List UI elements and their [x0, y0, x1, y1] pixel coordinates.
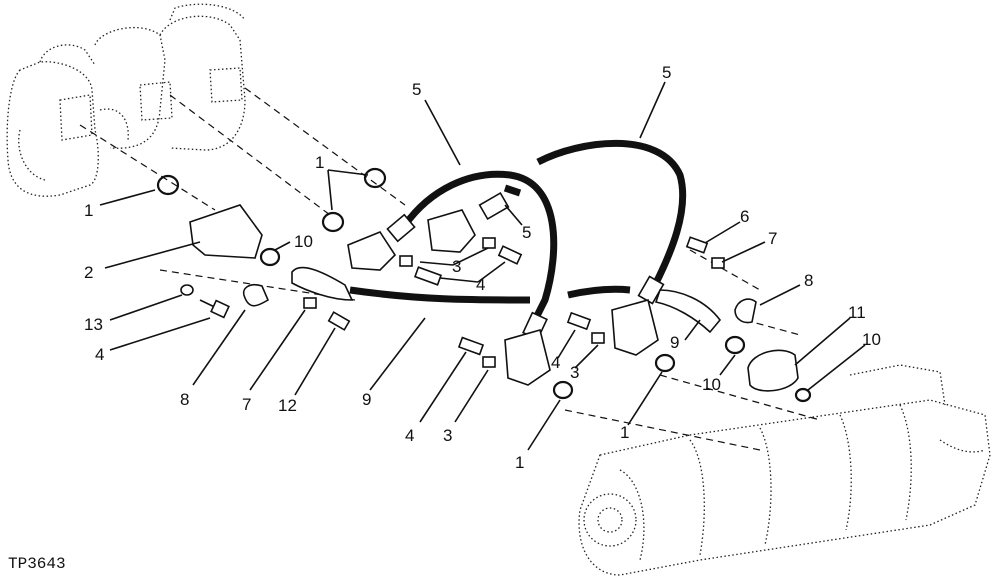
pump-adapter-11 — [747, 349, 799, 392]
hose-end-fitting — [478, 191, 510, 221]
callout-4: 4 — [95, 345, 104, 364]
hose-end-fitting — [386, 213, 416, 243]
cap-screw — [497, 245, 523, 265]
flange-fitting — [504, 329, 551, 386]
cap-screw-4 — [413, 266, 443, 286]
hose-5-stub — [503, 184, 522, 197]
callout-numbers: 1 1 1 1 2 3 3 3 4 4 4 4 5 5 5 6 7 7 8 8 … — [84, 63, 881, 472]
callout-7: 7 — [242, 395, 251, 414]
lock-washer-3 — [482, 356, 496, 368]
cap-screw-12 — [327, 311, 351, 331]
callout-1: 1 — [515, 453, 524, 472]
callout-3: 3 — [570, 363, 579, 382]
valve-adapter-block-2 — [189, 204, 263, 259]
washer-13 — [180, 284, 194, 296]
callout-4: 4 — [405, 426, 414, 445]
callout-7: 7 — [768, 229, 777, 248]
center-lines — [79, 87, 821, 451]
lock-washer-7 — [711, 257, 725, 269]
lock-washer-7 — [303, 297, 317, 309]
elbow-tube-9-right — [654, 289, 722, 334]
split-flange-8-left — [243, 283, 270, 307]
callout-10: 10 — [702, 375, 721, 394]
callout-10: 10 — [294, 232, 313, 251]
callout-1: 1 — [620, 423, 629, 442]
o-rings — [156, 167, 812, 403]
callout-3: 3 — [452, 257, 461, 276]
flange-fitting — [611, 299, 659, 356]
leader-lines — [99, 81, 866, 451]
callout-9: 9 — [670, 333, 679, 352]
fittings — [189, 191, 799, 392]
hose-9-left — [349, 286, 531, 304]
hardware — [180, 236, 725, 368]
cap-screw-4 — [457, 336, 485, 356]
callout-5: 5 — [412, 80, 421, 99]
callout-1: 1 — [315, 153, 324, 172]
callout-6: 6 — [740, 207, 749, 226]
elbow-tube-9-left — [291, 266, 354, 301]
callout-13: 13 — [84, 315, 103, 334]
hose-5-left — [402, 170, 558, 322]
callout-1: 1 — [84, 201, 93, 220]
callout-4: 4 — [476, 275, 485, 294]
callout-2: 2 — [84, 263, 93, 282]
callout-12: 12 — [278, 396, 297, 415]
callout-3: 3 — [443, 426, 452, 445]
pump-assembly-phantom — [578, 364, 991, 576]
flange-fitting — [427, 209, 476, 253]
callout-5: 5 — [522, 223, 531, 242]
hose-5-right — [536, 139, 687, 287]
callout-4: 4 — [551, 353, 560, 372]
callout-11: 11 — [848, 303, 866, 322]
cap-screw-4 — [566, 311, 592, 331]
cap-screw-4 — [199, 299, 230, 319]
cap-screw-6 — [685, 236, 709, 254]
flange-fitting — [347, 231, 397, 271]
callout-10: 10 — [862, 330, 881, 349]
lock-washer-3 — [399, 255, 413, 267]
hoses — [349, 139, 687, 322]
callout-8: 8 — [180, 390, 189, 409]
hose-9-right — [567, 285, 631, 299]
callout-8: 8 — [804, 271, 813, 290]
lock-washer-3 — [482, 237, 496, 249]
figure-id: TP3643 — [8, 555, 66, 573]
callout-5: 5 — [662, 63, 671, 82]
callout-9: 9 — [362, 390, 371, 409]
split-flange-8-right — [734, 298, 757, 324]
lock-washer-3 — [591, 332, 605, 344]
valve-assembly-phantom — [6, 3, 246, 197]
